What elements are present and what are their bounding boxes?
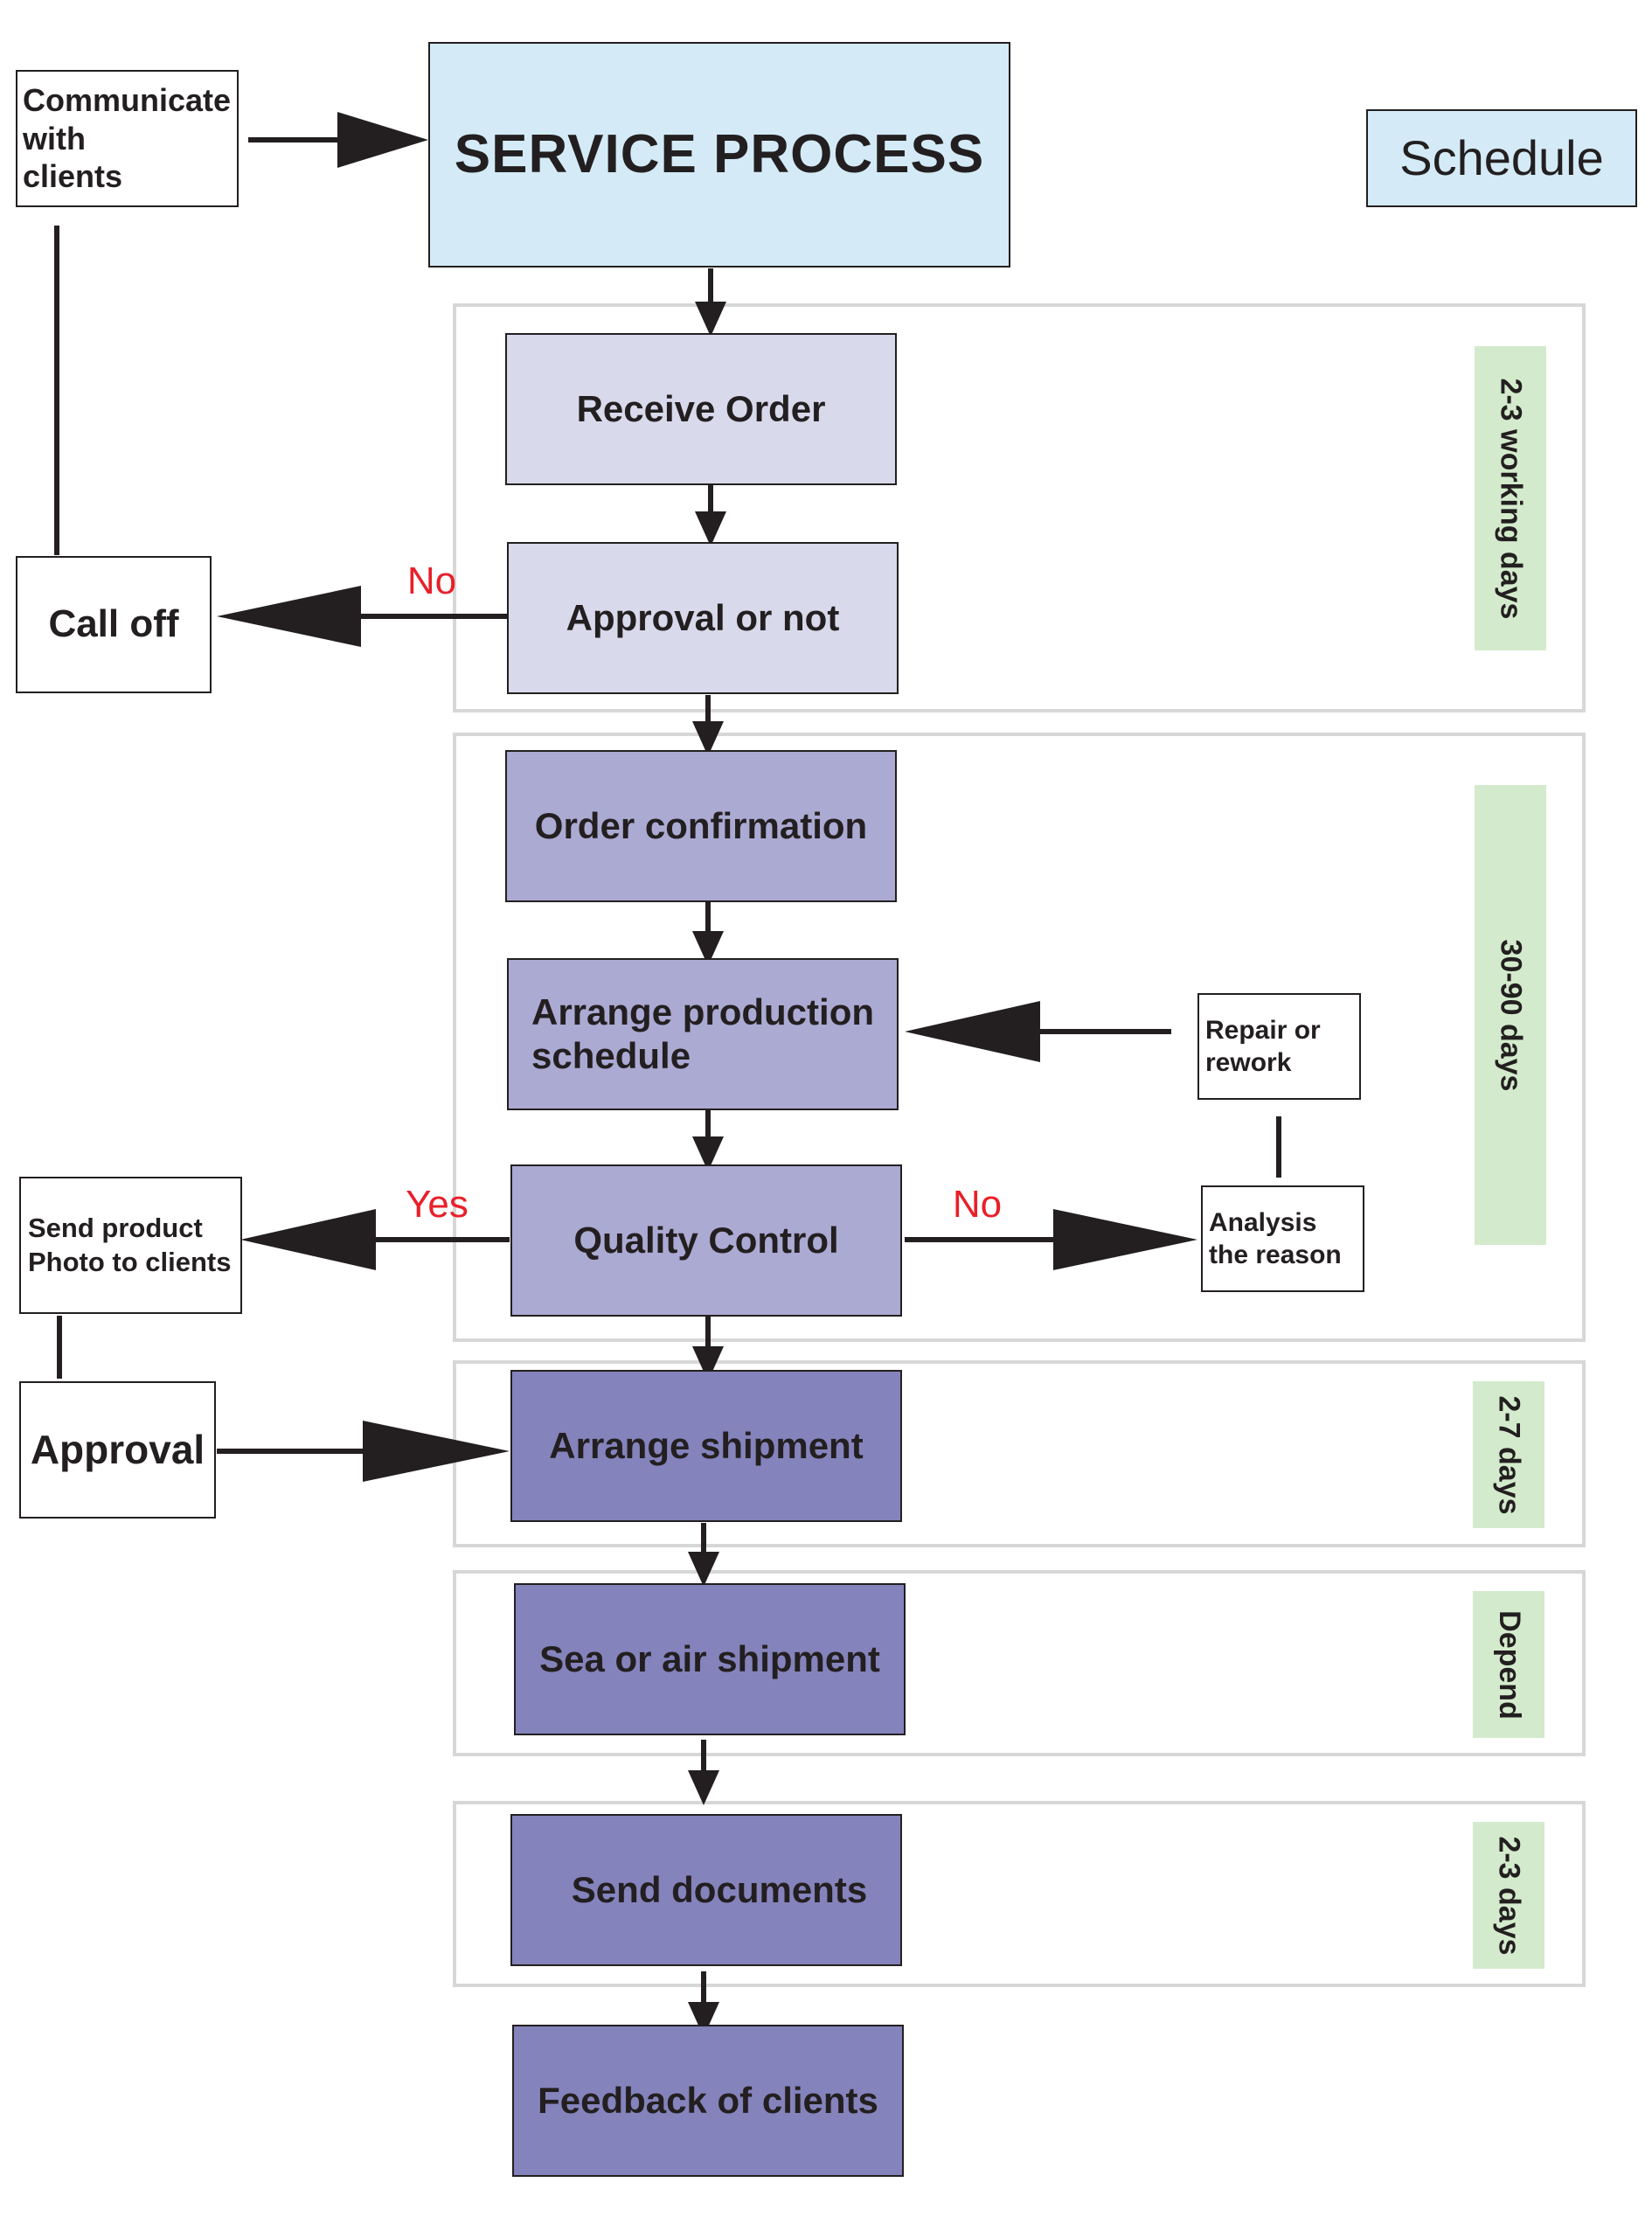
- arrowhead-to-call-off: [217, 586, 361, 647]
- schedule-band-1: [453, 303, 1586, 712]
- schedule-duration-2: 30-90 days: [1475, 785, 1546, 1245]
- repair-or-rework-box: Repair or rework: [1197, 993, 1361, 1100]
- arrowhead-to-analysis: [1053, 1209, 1197, 1270]
- arrowhead-to-arrange-production: [905, 1001, 1040, 1062]
- schedule-duration-1: 2-3 working days: [1475, 346, 1546, 650]
- arrowhead-down: [692, 931, 724, 966]
- step-order-confirmation: Order confirmation: [505, 750, 897, 902]
- label-qc-no: No: [952, 1183, 1003, 1226]
- arrowheads: [217, 112, 1197, 2037]
- analysis-the-reason-box: Analysis the reason: [1201, 1185, 1364, 1292]
- schedule-duration-4: Depend: [1473, 1591, 1544, 1738]
- label-approval-no: No: [406, 560, 457, 602]
- schedule-header: Schedule: [1366, 109, 1637, 207]
- label-qc-yes: Yes: [406, 1183, 469, 1226]
- arrowhead-to-send-photo: [240, 1209, 376, 1270]
- arrowhead-to-arrange-shipment: [363, 1421, 510, 1482]
- communicate-with-clients-box: Communicate with clients: [16, 70, 239, 207]
- step-sea-or-air-shipment: Sea or air shipment: [514, 1583, 906, 1735]
- service-process-title: SERVICE PROCESS: [428, 42, 1010, 268]
- schedule-band-5: [453, 1801, 1586, 1987]
- approval-box: Approval: [19, 1381, 216, 1519]
- arrowhead-down: [688, 1770, 719, 1805]
- arrowhead-down: [688, 1552, 719, 1587]
- arrowhead-down: [688, 2002, 719, 2037]
- arrowhead-to-title: [337, 112, 428, 168]
- arrowhead-down: [695, 302, 726, 337]
- step-receive-order: Receive Order: [505, 333, 897, 485]
- schedule-duration-5: 2-3 days: [1473, 1822, 1544, 1969]
- schedule-duration-3: 2-7 days: [1473, 1381, 1544, 1528]
- step-quality-control: Quality Control: [510, 1164, 902, 1317]
- call-off-box: Call off: [16, 556, 212, 693]
- arrowhead-down: [692, 1346, 724, 1381]
- step-arrange-production-schedule: Arrange production schedule: [507, 958, 899, 1110]
- connector-lines: [54, 137, 1281, 2002]
- arrowhead-down: [692, 1136, 724, 1171]
- step-send-documents: Send documents: [510, 1814, 902, 1966]
- step-feedback-of-clients: Feedback of clients: [512, 2025, 904, 2177]
- schedule-band-4: [453, 1570, 1586, 1756]
- step-arrange-shipment: Arrange shipment: [510, 1370, 902, 1522]
- arrowhead-down: [695, 511, 726, 546]
- arrowhead-down: [692, 721, 724, 756]
- schedule-band-2: [453, 733, 1586, 1342]
- send-product-photo-box: Send product Photo to clients: [19, 1177, 242, 1314]
- step-approval-or-not: Approval or not: [507, 542, 899, 694]
